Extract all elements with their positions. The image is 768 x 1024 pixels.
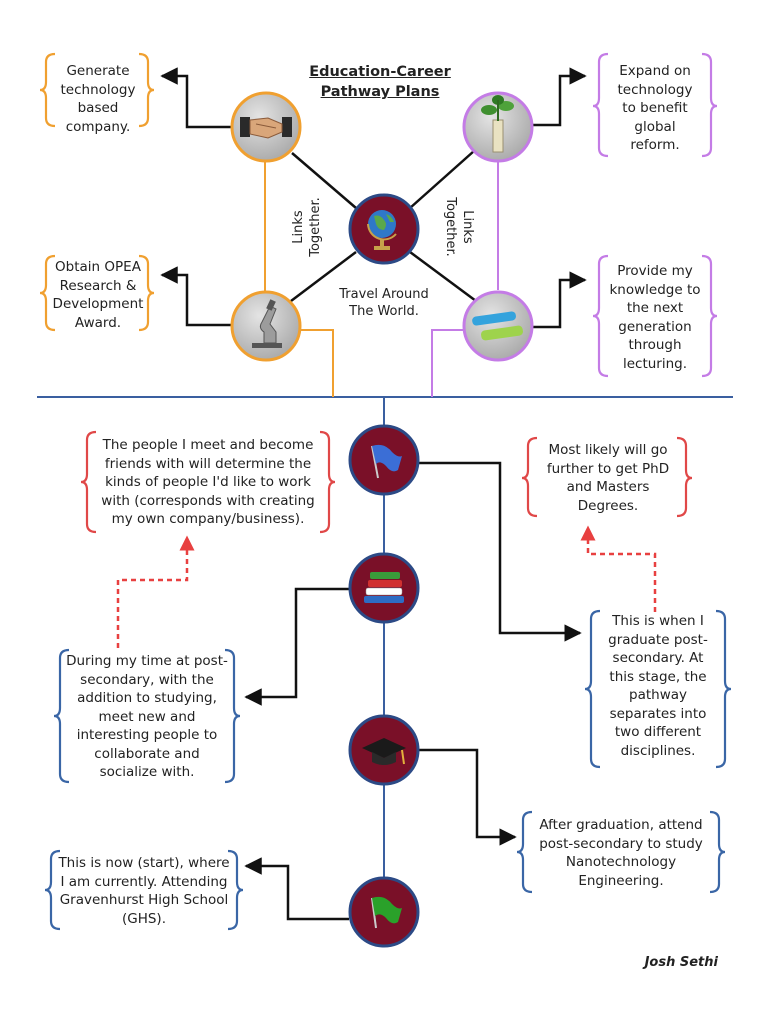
node-center [348, 193, 420, 265]
box-opea: Obtain OPEA Research & Development Award… [52, 259, 144, 331]
page-title: Education-Career Pathway Plans [300, 62, 460, 102]
box-phd: Most likely will go further to get PhD a… [546, 442, 670, 514]
green-flag-icon [371, 896, 402, 929]
links-left-line-2: Together. [308, 197, 323, 257]
microscope-icon [252, 299, 282, 348]
node-finish [348, 424, 420, 496]
brace-people [80, 430, 336, 534]
brace-now [44, 849, 244, 931]
node-start [348, 876, 420, 948]
brace-after-graduation [516, 810, 726, 894]
center-label-line-1: Travel Around [339, 287, 429, 302]
node-lecturing [462, 290, 534, 362]
brace-opea [39, 254, 155, 332]
node-study [348, 552, 420, 624]
brace-graduate [584, 609, 732, 769]
brace-lecturing [592, 254, 718, 378]
links-together-right: Links Together. [442, 192, 476, 262]
globe-icon [367, 210, 397, 250]
books-icon [364, 572, 404, 603]
box-global: Expand on technology to benefit global r… [617, 63, 693, 153]
node-global [462, 91, 534, 163]
center-label: Travel Around The World. [325, 286, 443, 320]
box-now: This is now (start), where I am currentl… [58, 855, 230, 927]
brace-global [592, 52, 718, 158]
box-graduate: This is when I graduate post-secondary. … [608, 613, 708, 759]
node-company [230, 91, 302, 163]
purple-connector [431, 162, 499, 397]
bottom-arrows [244, 461, 582, 921]
links-together-left: Links Together. [290, 192, 324, 262]
author-signature: Josh Sethi [644, 955, 718, 970]
handshake-icon [240, 117, 292, 139]
box-people: The people I meet and become friends wit… [101, 437, 315, 527]
plant-icon [481, 95, 514, 153]
box-lecturing: Provide my knowledge to the next generat… [609, 263, 701, 372]
brace-phd [521, 436, 693, 518]
top-arrows [160, 67, 587, 329]
box-company: Generate technology based company. [60, 63, 136, 135]
node-graduation [348, 714, 420, 786]
brace-company [39, 52, 155, 128]
box-after-graduation: After graduation, attend post-secondary … [539, 817, 703, 889]
cross-links [290, 150, 477, 303]
links-left-line-1: Links [291, 210, 306, 244]
title-line-1: Education-Career [309, 64, 451, 80]
box-post-secondary-time: During my time at post-secondary, with t… [66, 653, 228, 780]
chalk-icon [472, 311, 523, 341]
brace-post-secondary [53, 648, 241, 784]
links-right-line-1: Links [460, 210, 475, 244]
orange-connector [264, 162, 334, 397]
graduation-cap-icon [362, 738, 406, 765]
red-dashed-arrows [116, 525, 657, 648]
node-opea [230, 290, 302, 362]
links-right-line-2: Together. [443, 197, 458, 257]
center-label-line-2: The World. [349, 304, 419, 319]
title-line-2: Pathway Plans [320, 84, 440, 100]
blue-flag-icon [371, 444, 402, 479]
